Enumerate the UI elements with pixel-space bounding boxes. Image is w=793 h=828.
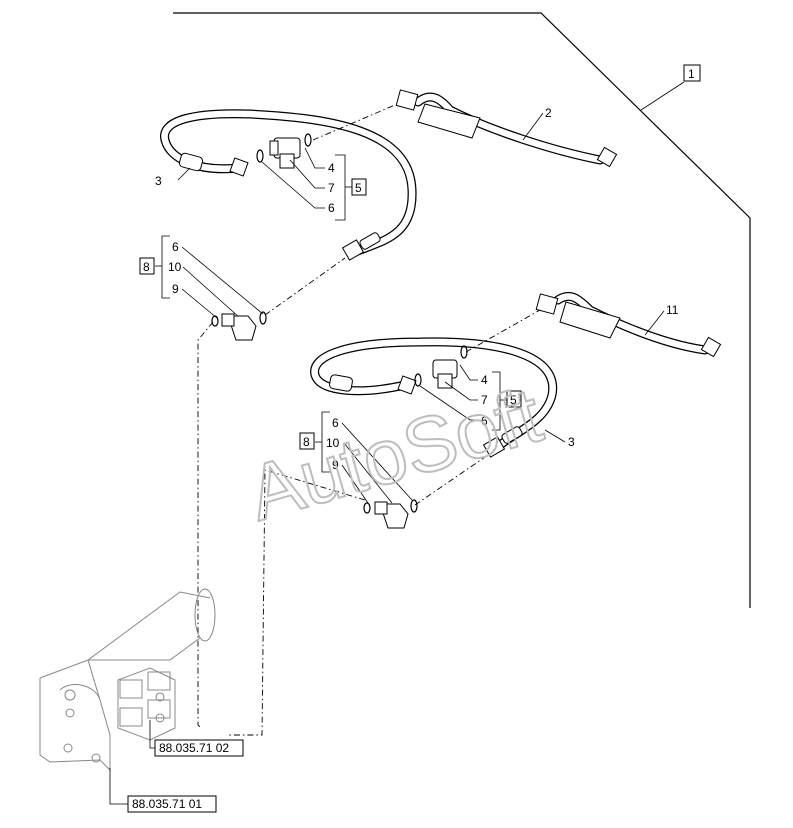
callout-6-top: 6 xyxy=(328,201,335,215)
hose-2 xyxy=(395,89,618,168)
dash-line-top-2 xyxy=(264,257,346,316)
tee-fitting-mid xyxy=(414,345,468,389)
leader-1 xyxy=(640,81,685,111)
dash-line-mid-2 xyxy=(414,454,489,506)
callout-8-left: 8 xyxy=(143,260,150,274)
callout-9-mid: 9 xyxy=(332,458,339,472)
callout-4-top: 4 xyxy=(328,161,335,175)
callout-1: 1 xyxy=(688,67,695,81)
hose-3-top xyxy=(160,109,417,261)
hose-3-mid xyxy=(310,337,558,458)
callout-6-mid: 6 xyxy=(481,414,488,428)
callout-3-top: 3 xyxy=(155,174,162,188)
callout-10-mid: 10 xyxy=(326,436,340,450)
dash-line-mid-1 xyxy=(465,309,541,353)
callout-10-left: 10 xyxy=(168,260,182,274)
dash-line-top-1 xyxy=(312,104,396,141)
assembly-bracket-line xyxy=(173,12,751,608)
callout-9-left: 9 xyxy=(172,282,179,296)
callout-8-mid: 8 xyxy=(303,435,310,449)
callout-4-mid: 4 xyxy=(481,373,488,387)
hose-11 xyxy=(535,291,722,358)
callout-5-top: 5 xyxy=(355,181,362,195)
reference-88-035-71-01: 88.035.71 01 xyxy=(132,797,202,811)
reference-88-035-71-02: 88.035.71 02 xyxy=(159,741,229,755)
callout-11: 11 xyxy=(666,303,679,317)
elbow-fitting-mid xyxy=(363,499,418,529)
callout-3-mid: 3 xyxy=(568,435,575,449)
elbow-fitting-left xyxy=(211,311,267,341)
tee-fitting-top xyxy=(256,133,312,169)
valve-assembly xyxy=(39,588,216,772)
callout-7-top: 7 xyxy=(328,181,335,195)
callout-5-mid: 5 xyxy=(510,393,517,407)
dash-line-left-down xyxy=(197,321,214,728)
callout-7-mid: 7 xyxy=(481,393,488,407)
callout-6-left: 6 xyxy=(172,240,179,254)
callout-2: 2 xyxy=(545,106,552,120)
callout-6-mid2: 6 xyxy=(332,416,339,430)
